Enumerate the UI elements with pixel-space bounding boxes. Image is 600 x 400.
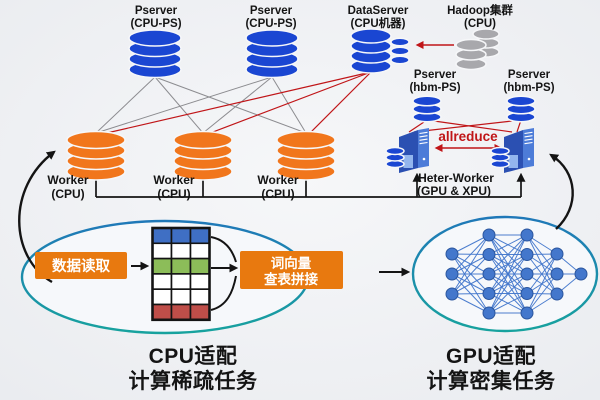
embedding-label-line1: 词向量	[271, 255, 312, 271]
worker3-title: Worker	[257, 173, 298, 187]
table-merge-curve-top	[210, 236, 237, 263]
worker1-database-icon	[66, 130, 126, 181]
worker1-title: Worker	[47, 173, 88, 187]
worker2-database-icon	[173, 130, 233, 181]
pserver1-database-icon	[128, 29, 182, 79]
table-cell	[189, 242, 211, 260]
nn-node	[550, 247, 564, 261]
table-cell	[189, 273, 211, 290]
dataserver-database-icon	[350, 28, 392, 74]
embedding-table-icon	[151, 226, 211, 322]
table-cell	[151, 227, 173, 245]
hbm-pserver1-database-icon	[412, 95, 442, 123]
embedding-label-line2: 查表拼接	[264, 271, 318, 287]
nn-node	[520, 306, 534, 320]
nn-node	[482, 248, 496, 261]
neural-network-icon	[445, 228, 588, 320]
table-border	[151, 226, 211, 322]
pserver2-title: Pserver	[250, 5, 293, 17]
node-icons	[66, 28, 536, 181]
dataserver-small-database-icon	[390, 37, 410, 65]
table-cell	[151, 257, 173, 275]
heter-worker-title: Heter-Worker	[418, 171, 494, 185]
red-link-line	[204, 71, 372, 136]
worker3-database-icon	[276, 130, 336, 181]
allreduce-label: allreduce	[438, 129, 498, 144]
table-cell	[189, 303, 211, 321]
red-link-line	[413, 119, 522, 133]
heter-worker2-disk-icon	[490, 146, 510, 169]
nn-node	[482, 228, 496, 242]
nn-node	[482, 267, 496, 281]
table-cell	[170, 227, 192, 245]
table-cell	[170, 288, 192, 306]
link-line	[271, 76, 307, 134]
nn-node	[520, 267, 534, 281]
table-cell	[189, 227, 211, 245]
heter-worker-subtitle: (GPU & XPU)	[417, 184, 491, 198]
table-cell	[170, 257, 192, 275]
table-cell	[189, 257, 211, 275]
nn-node	[550, 287, 564, 301]
nn-node	[445, 287, 459, 301]
table-cell	[151, 273, 173, 290]
hbm-pserver1-title: Pserver	[414, 69, 457, 81]
cpu-caption-line2: 计算稀疏任务	[129, 369, 258, 393]
nn-node	[445, 247, 459, 261]
link-line	[202, 76, 273, 134]
hbm-pserver2-title: Pserver	[508, 69, 551, 81]
text-labels: Pserver (CPU-PS) Pserver (CPU-PS) DataSe…	[47, 3, 556, 393]
table-cell	[170, 242, 192, 260]
table-cell	[151, 288, 173, 306]
nn-node	[445, 267, 459, 281]
table-merge-curve-bottom	[210, 275, 237, 311]
hadoop-subtitle: (CPU)	[464, 18, 496, 30]
link-line	[154, 76, 204, 134]
table-cell	[170, 303, 192, 321]
red-link-line	[97, 71, 372, 136]
table-cell	[151, 303, 173, 321]
worker1-subtitle: (CPU)	[51, 187, 84, 201]
hadoop-database-front-icon	[455, 38, 487, 71]
gpu-caption-line2: 计算密集任务	[427, 369, 556, 393]
pserver1-subtitle: (CPU-PS)	[130, 18, 181, 30]
table-cell	[189, 288, 211, 306]
dataserver-title: DataServer	[348, 5, 409, 17]
table-cell	[151, 242, 173, 260]
worker3-subtitle: (CPU)	[261, 187, 294, 201]
hbm-pserver2-database-icon	[506, 95, 536, 123]
data-read-label: 数据读取	[52, 257, 110, 275]
worker2-title: Worker	[153, 173, 194, 187]
pserver2-subtitle: (CPU-PS)	[245, 18, 296, 30]
dataserver-subtitle: (CPU机器)	[351, 16, 406, 30]
hbm-pserver1-subtitle: (hbm-PS)	[409, 82, 460, 94]
red-link-line	[307, 71, 372, 136]
nn-node	[482, 306, 496, 320]
gpu-caption-line1: GPU适配	[446, 345, 536, 368]
nn-node	[482, 287, 496, 300]
hadoop-title: Hadoop集群	[447, 3, 513, 17]
embedding-box	[240, 251, 343, 289]
table-cell	[170, 273, 192, 290]
link-line	[95, 76, 156, 134]
worker2-subtitle: (CPU)	[157, 187, 190, 201]
hbm-pserver2-subtitle: (hbm-PS)	[503, 82, 554, 94]
nn-node	[550, 267, 564, 281]
nn-node	[574, 267, 588, 281]
gpu-loop-arrow	[549, 153, 574, 230]
nn-node	[520, 287, 534, 300]
pserver1-title: Pserver	[135, 5, 178, 17]
link-line	[95, 76, 273, 134]
dataserver-worker-links	[97, 71, 372, 136]
nn-node	[520, 228, 534, 242]
cpu-caption-line1: CPU适配	[149, 345, 238, 368]
heter-worker1-disk-icon	[385, 146, 405, 169]
nn-node	[520, 248, 534, 261]
pipeline-arrows	[131, 236, 411, 311]
pserver2-database-icon	[245, 29, 299, 79]
data-read-box	[35, 252, 127, 279]
